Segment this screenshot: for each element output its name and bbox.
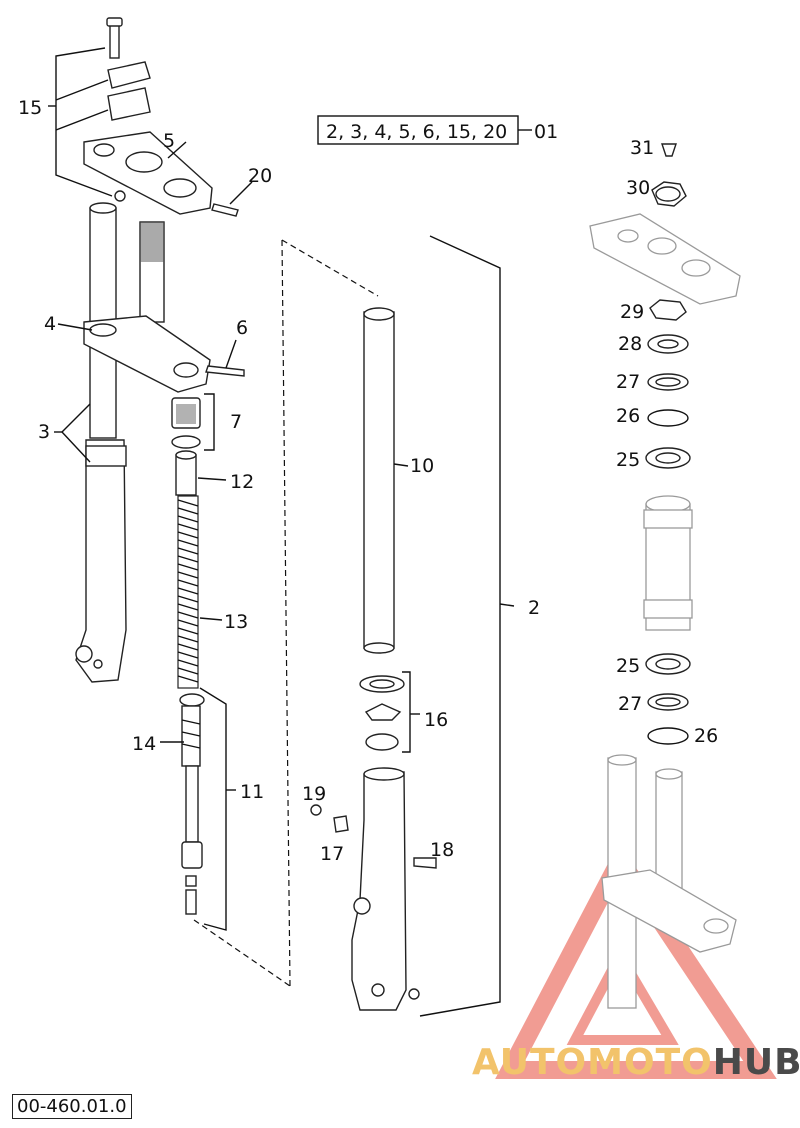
callout-12: 12: [230, 471, 254, 493]
set-box-text: 2, 3, 4, 5, 6, 15, 20: [326, 121, 507, 143]
callout-15: 15: [18, 97, 42, 119]
callout-5: 5: [163, 130, 175, 152]
callout-17: 17: [320, 843, 344, 865]
fork-tube-assembly: [310, 235, 515, 1017]
callout-16: 16: [424, 709, 448, 731]
callout-10: 10: [410, 455, 434, 477]
cartridge-assembly: [160, 239, 379, 987]
callout-25-lower: 25: [616, 655, 640, 677]
callout-7: 7: [230, 411, 242, 433]
callout-4: 4: [44, 313, 56, 335]
callout-labels: 2, 3, 4, 5, 6, 15, 20 01 15 5 20 4 6 3 7…: [18, 97, 718, 865]
callout-13: 13: [224, 611, 248, 633]
callout-3: 3: [38, 421, 50, 443]
callout-2: 2: [528, 597, 540, 619]
top-clamp-assembly: [48, 17, 239, 217]
watermark-text-part1: AUTOMOTO: [472, 1042, 713, 1083]
callout-28: 28: [618, 333, 642, 355]
steering-head-assembly: [589, 143, 741, 1009]
callout-11: 11: [240, 781, 264, 803]
reference-code: 00-460.01.0: [12, 1094, 132, 1119]
fork-leg-assembly: [54, 141, 253, 683]
callout-25-upper: 25: [616, 449, 640, 471]
callout-30: 30: [626, 177, 650, 199]
set-code-text: 01: [534, 121, 558, 143]
callout-31: 31: [630, 137, 654, 159]
callout-18: 18: [430, 839, 454, 861]
callout-20: 20: [248, 165, 272, 187]
callout-26-upper: 26: [616, 405, 640, 427]
callout-19: 19: [302, 783, 326, 805]
callout-14: 14: [132, 733, 156, 755]
watermark-text: AUTOMOTOHUB: [472, 1042, 800, 1083]
callout-29: 29: [620, 301, 644, 323]
fork-spring: [177, 495, 199, 689]
callout-6: 6: [236, 317, 248, 339]
callout-27-upper: 27: [616, 371, 640, 393]
callout-26-lower: 26: [694, 725, 718, 747]
watermark-text-part2: HUB: [712, 1042, 800, 1083]
watermark-triangle: [495, 842, 777, 1079]
callout-27-lower: 27: [618, 693, 642, 715]
